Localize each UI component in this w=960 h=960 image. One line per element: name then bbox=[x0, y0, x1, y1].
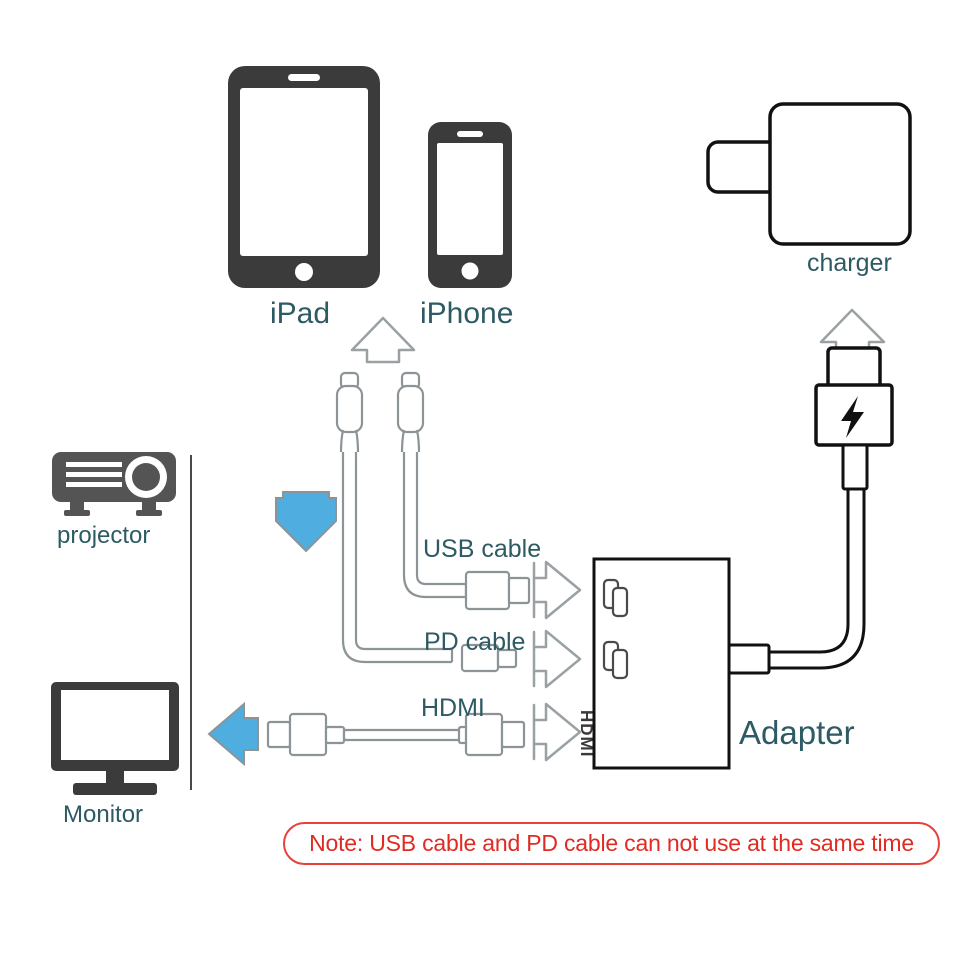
ipad-label: iPad bbox=[270, 297, 331, 330]
pd-cable-label: PD cable bbox=[424, 628, 526, 656]
power-connector bbox=[814, 346, 894, 491]
left-arrow-blue bbox=[207, 701, 259, 767]
adapter-hdmi-port-label: HDMI bbox=[577, 710, 596, 758]
section-divider bbox=[190, 455, 192, 790]
pd-cable-connector bbox=[460, 643, 518, 673]
lightning-bolt-icon bbox=[841, 396, 864, 438]
lightning-connector-ipad bbox=[335, 371, 364, 453]
down-arrow-blue bbox=[275, 491, 337, 553]
hdmi-cable bbox=[266, 712, 526, 757]
power-cable-line bbox=[769, 486, 866, 670]
usb-cable-label: USB cable bbox=[423, 535, 542, 563]
lightning-connector-iphone bbox=[396, 371, 425, 453]
charger-label: charger bbox=[807, 249, 892, 277]
adapter-label: Adapter bbox=[739, 714, 855, 751]
note-banner: Note: USB cable and PD cable can not use… bbox=[283, 822, 940, 865]
ipad-icon bbox=[228, 66, 380, 288]
charger-icon bbox=[706, 102, 912, 246]
monitor-icon bbox=[51, 682, 179, 795]
iphone-icon bbox=[428, 122, 512, 288]
projector-icon bbox=[52, 452, 176, 516]
adapter-port-icon-1 bbox=[602, 578, 629, 618]
adapter-port-icon-2 bbox=[602, 640, 629, 680]
right-arrow-outline-hdmi bbox=[532, 702, 582, 762]
usb-cable-connector bbox=[464, 570, 531, 611]
pd-cable-line bbox=[341, 452, 454, 664]
monitor-label: Monitor bbox=[63, 801, 144, 828]
right-arrow-outline-usb bbox=[532, 560, 582, 620]
projector-label: projector bbox=[57, 522, 151, 549]
adapter-icon bbox=[592, 557, 771, 770]
hdmi-cable-label: HDMI bbox=[421, 694, 485, 722]
usb-cable-line bbox=[402, 452, 468, 599]
right-arrow-outline-pd bbox=[532, 629, 582, 689]
iphone-label: iPhone bbox=[420, 297, 514, 330]
note-text: Note: USB cable and PD cable can not use… bbox=[309, 830, 914, 856]
up-arrow-outline-devices bbox=[350, 316, 416, 364]
